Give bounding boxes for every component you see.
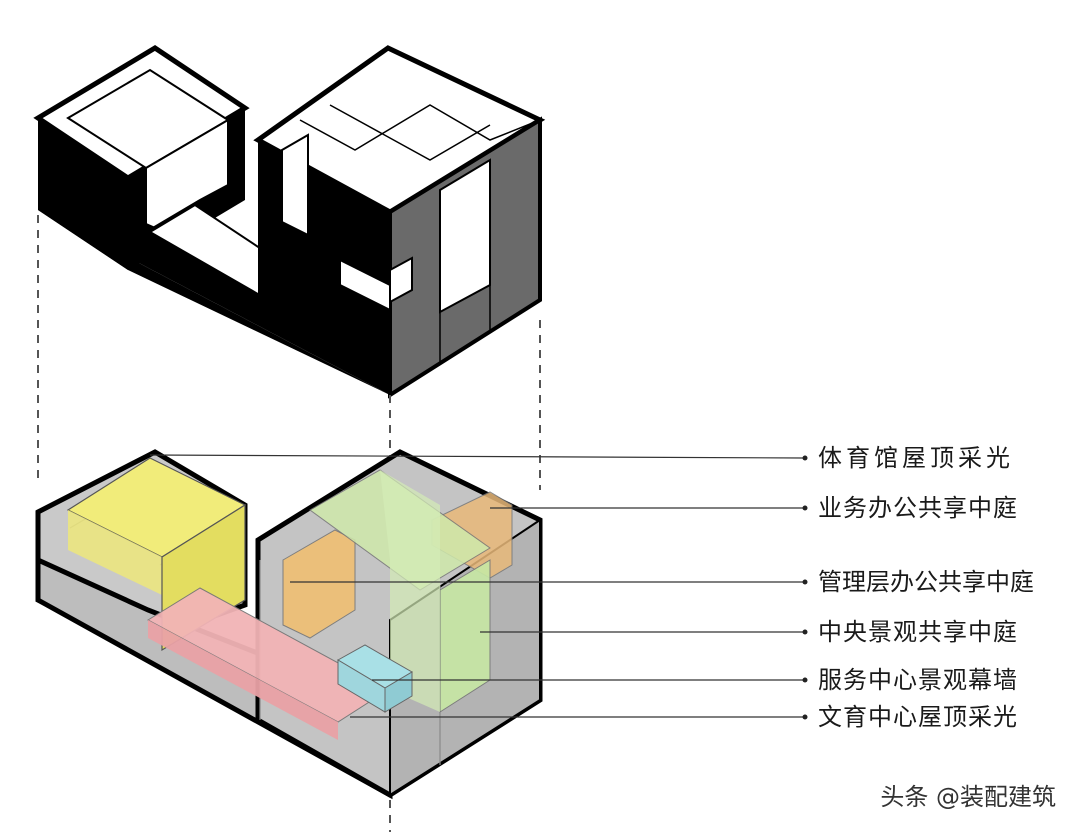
- leader-dot-4: [802, 629, 808, 635]
- leader-dot-6: [802, 714, 808, 720]
- label-gym-roof-skylight: 体育馆屋顶采光: [818, 444, 1014, 472]
- leader-lines: [149, 454, 804, 718]
- leader-dot-3: [802, 579, 808, 585]
- watermark-text: 头条 @装配建筑: [880, 783, 1056, 811]
- pink-volume-front: [148, 620, 338, 740]
- green-volume-face: [380, 470, 440, 712]
- label-service-center-curtain-wall: 服务中心景观幕墙: [818, 666, 1018, 694]
- leader-dot-5: [802, 677, 808, 683]
- cyan-volume-side: [384, 671, 413, 713]
- label-central-landscape-atrium: 中央景观共享中庭: [818, 618, 1018, 646]
- lower-program-model: [35, 449, 543, 800]
- upper-massing-model: [33, 45, 546, 399]
- right-top-lines: [299, 104, 541, 151]
- leader-dots: [802, 455, 808, 720]
- leader-line-1: [149, 454, 804, 459]
- right-slot-1: [281, 133, 309, 237]
- right-slot-2: [339, 258, 391, 312]
- leader-dot-1: [802, 455, 808, 461]
- right-slot-3: [389, 256, 413, 304]
- leader-dot-2: [802, 505, 808, 511]
- right-top-lines-2: [329, 104, 491, 161]
- left-terrace-step: [145, 118, 229, 234]
- label-management-office-atrium: 管理层办公共享中庭: [818, 568, 1034, 596]
- label-cultural-center-roof-skylight: 文育中心屋顶采光: [818, 703, 1018, 731]
- yellow-volume-front: [68, 510, 162, 595]
- orange-volume-left: [282, 529, 356, 639]
- label-business-office-atrium: 业务办公共享中庭: [818, 494, 1018, 522]
